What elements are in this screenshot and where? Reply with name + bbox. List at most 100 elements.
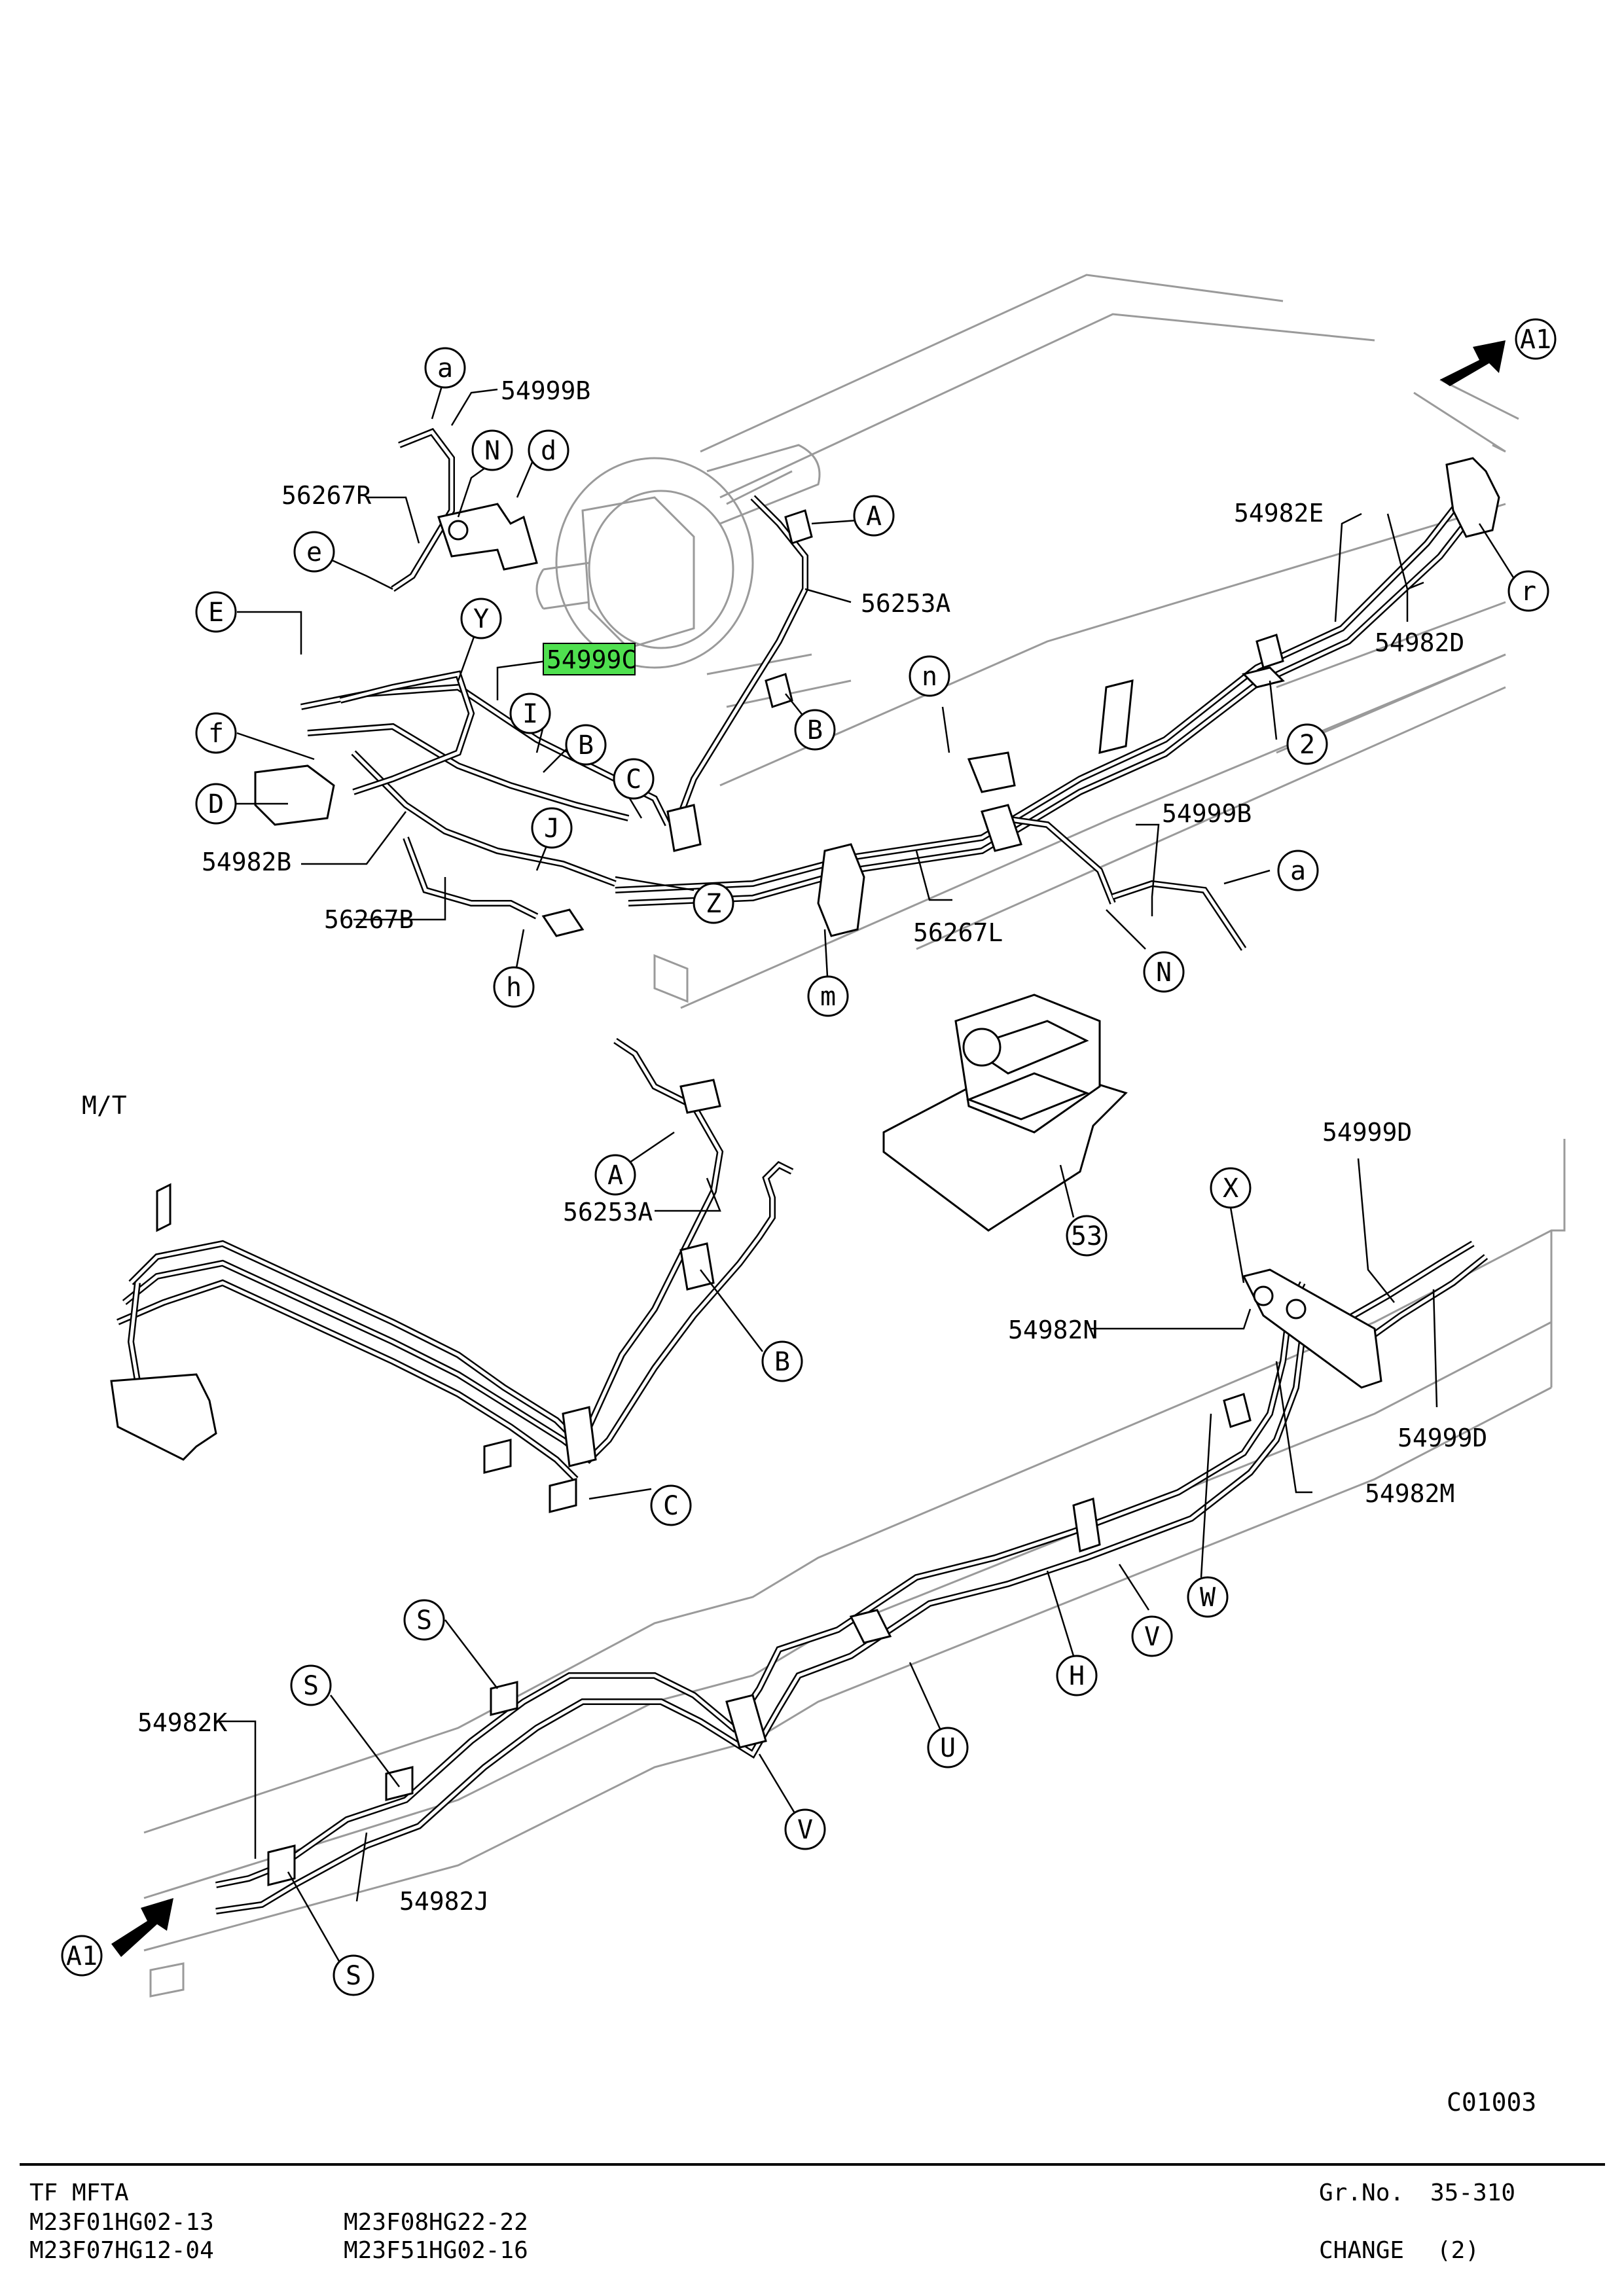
svg-text:m: m — [820, 982, 836, 1012]
label-54999D-top: 54999D — [1322, 1118, 1412, 1147]
callout-C-left: C — [613, 758, 655, 800]
label-54999B-top: 54999B — [501, 376, 590, 405]
svg-text:B: B — [578, 730, 594, 761]
svg-text:f: f — [208, 719, 224, 749]
label-56267R: 56267R — [281, 481, 371, 510]
label-56253A-top: 56253A — [861, 589, 950, 618]
callout-A1-top: A1 — [1515, 318, 1557, 360]
svg-text:I: I — [522, 699, 538, 729]
callout-2: 2 — [1286, 723, 1328, 765]
leader-lines — [216, 386, 1520, 1964]
svg-text:A: A — [866, 501, 882, 531]
footer: TF MFTA M23F01HG02-13 M23F07HG12-04 M23F… — [20, 2163, 1605, 2264]
svg-text:h: h — [506, 973, 522, 1003]
callout-J-top: J — [531, 807, 573, 849]
arrow-a1-bottom — [111, 1898, 173, 1957]
callout-d-top: d — [528, 429, 569, 471]
svg-text:B: B — [807, 715, 823, 745]
frame-outline-bottom — [143, 1139, 1566, 1998]
label-54982N: 54982N — [1008, 1316, 1098, 1344]
callout-H-mid: H — [1056, 1655, 1098, 1696]
svg-text:2: 2 — [1299, 730, 1315, 760]
label-54982D: 54982D — [1375, 628, 1464, 657]
label-54982B: 54982B — [202, 848, 291, 876]
callout-V-mid: V — [784, 1808, 826, 1850]
callout-A1-bottom: A1 — [61, 1935, 103, 1977]
figure-code: C01003 — [1447, 2088, 1536, 2117]
top-brackets — [254, 457, 1500, 937]
label-54982E: 54982E — [1234, 499, 1324, 528]
callout-W-right: W — [1187, 1576, 1229, 1618]
callout-a-top: a — [424, 347, 466, 389]
arrow-a1-top — [1440, 340, 1506, 386]
callout-Y-top: Y — [460, 598, 502, 639]
axle-housing — [535, 444, 852, 708]
callout-h-top: h — [493, 966, 535, 1008]
callout-C-mid: C — [650, 1484, 692, 1526]
label-54999B-right: 54999B — [1162, 799, 1252, 828]
callout-D-top: D — [195, 783, 237, 825]
svg-text:W: W — [1200, 1583, 1216, 1613]
callout-B-left: B — [565, 724, 607, 766]
footer-change-label: CHANGE — [1319, 2237, 1404, 2264]
callout-n-top: n — [909, 655, 950, 697]
callout-U-mid: U — [927, 1727, 969, 1768]
callout-r-top: r — [1507, 570, 1549, 612]
svg-text:E: E — [208, 598, 224, 628]
svg-text:V: V — [797, 1815, 813, 1845]
footer-code-4: M23F51HG02-16 — [344, 2237, 528, 2264]
callout-E-top: E — [195, 591, 237, 633]
svg-text:e: e — [306, 537, 322, 567]
footer-change-value: (2) — [1437, 2237, 1479, 2264]
svg-text:Y: Y — [473, 604, 489, 634]
svg-text:a: a — [1290, 856, 1306, 886]
callout-I-top: I — [509, 692, 551, 734]
footer-code-2: M23F07HG12-04 — [29, 2237, 214, 2264]
svg-text:S: S — [346, 1961, 361, 1991]
svg-text:S: S — [416, 1605, 432, 1636]
abs-hydraulic-unit — [882, 994, 1128, 1232]
footer-gr-value: 35-310 — [1430, 2179, 1515, 2206]
svg-text:B: B — [774, 1347, 790, 1377]
callout-m-top: m — [807, 975, 849, 1017]
svg-text:d: d — [541, 436, 556, 466]
callout-N-top: N — [471, 429, 513, 471]
callout-S-1: S — [403, 1599, 445, 1641]
label-54982M: 54982M — [1365, 1479, 1454, 1508]
footer-code-3: M23F08HG22-22 — [344, 2209, 528, 2236]
callout-A-mid: A — [594, 1154, 636, 1196]
svg-text:r: r — [1521, 577, 1536, 607]
highlight-54999C — [543, 643, 636, 675]
callouts: a N d e E Y f D I B C J Z h m A B n 2 r … — [61, 318, 1557, 1996]
callout-N-right: N — [1143, 951, 1185, 993]
footer-model: TF MFTA — [29, 2179, 129, 2206]
svg-text:J: J — [544, 814, 560, 844]
callout-B-center: B — [794, 709, 836, 751]
label-54999C: 54999C — [547, 645, 636, 674]
label-56267L: 56267L — [913, 918, 1003, 947]
svg-text:Z: Z — [706, 889, 721, 919]
frame-outline-top — [653, 274, 1519, 1009]
svg-text:H: H — [1069, 1661, 1085, 1691]
svg-text:U: U — [940, 1733, 956, 1763]
svg-text:A1: A1 — [66, 1941, 98, 1971]
callout-S-2: S — [290, 1664, 332, 1706]
mt-pipe-assembly — [110, 1037, 794, 1513]
label-56253A-mid: 56253A — [563, 1198, 653, 1227]
label-56267B: 56267B — [324, 905, 414, 934]
svg-text:X: X — [1223, 1174, 1238, 1204]
svg-text:N: N — [484, 436, 500, 466]
callout-e-top: e — [293, 531, 335, 573]
rear-brake-pipes — [215, 1240, 1489, 1914]
svg-text:A: A — [607, 1160, 623, 1191]
svg-text:D: D — [208, 789, 224, 819]
svg-text:C: C — [663, 1491, 679, 1521]
callout-f-top: f — [195, 712, 237, 754]
svg-text:N: N — [1156, 958, 1172, 988]
label-mt: M/T — [82, 1091, 127, 1120]
svg-text:53: 53 — [1071, 1221, 1102, 1251]
label-54999D-bottom: 54999D — [1398, 1424, 1487, 1452]
footer-gr-label: Gr.No. — [1319, 2179, 1404, 2206]
svg-text:n: n — [922, 662, 937, 692]
